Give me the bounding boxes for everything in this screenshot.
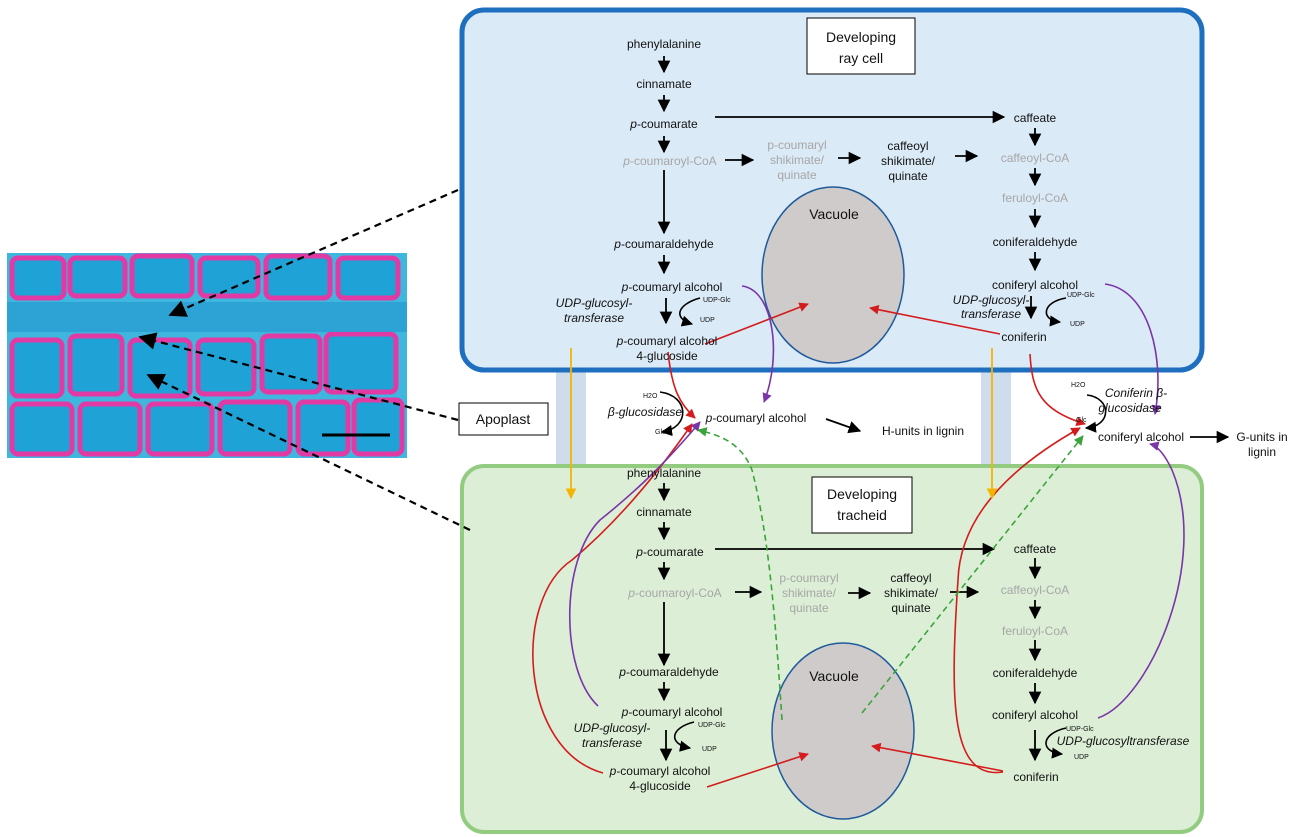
ray-p-coumaroyl-coa: p-coumaroyl-CoA: [622, 154, 716, 168]
tracheid-udp-glc-2: UDP-Glc: [1066, 726, 1094, 733]
ray-udp-2: UDP: [1070, 321, 1085, 328]
apo-p-coumaryl-alcohol: p-coumaryl alcohol: [705, 411, 807, 425]
tracheid-p-coumaraldehyde: p-coumaraldehyde: [618, 665, 719, 679]
pointer-ray: [168, 188, 459, 317]
ray-coniferin: coniferin: [1001, 330, 1046, 344]
tracheid-p-coumaryl-shikimate-1: p-coumaryl: [779, 571, 838, 585]
ray-p-coumaryl-alcohol: p-coumaryl alcohol: [621, 280, 723, 294]
ray-udp-glc-2: UDP-Glc: [1067, 292, 1095, 299]
tracheid-caffeate: caffeate: [1014, 542, 1057, 556]
apo-h-units: H-units in lignin: [882, 424, 964, 438]
ray-caffeoyl-coa: caffeoyl-CoA: [1001, 151, 1069, 165]
apo-glc-2: Glc: [1076, 417, 1087, 424]
apoplast-label-box: [458, 402, 549, 436]
ray-p-coumaraldehyde: p-coumaraldehyde: [613, 237, 714, 251]
tracheid-feruloyl-coa: feruloyl-CoA: [1002, 624, 1068, 638]
ray-title-box: [806, 17, 916, 75]
ray-vacuole-label: Vacuole: [809, 206, 859, 222]
tracheid-caffeoyl-shikimate-2: shikimate/: [884, 586, 939, 600]
tracheid-p-coumaryl-shikimate-2: shikimate/: [782, 586, 837, 600]
ray-ugt-label-2: transferase: [564, 311, 624, 325]
ray-ugt2-label-1: UDP-glucosyl-: [953, 293, 1030, 307]
tracheid-title-box: [811, 476, 913, 534]
ray-p-coumaryl-shikimate-3: quinate: [777, 168, 817, 182]
apo-coniferin-bglu-1: Coniferin β-: [1105, 386, 1167, 400]
tracheid-caffeoyl-coa: caffeoyl-CoA: [1001, 583, 1069, 597]
ray-title-line2: ray cell: [839, 50, 883, 66]
ray-caffeoyl-shikimate-2: shikimate/: [881, 154, 936, 168]
ray-feruloyl-coa: feruloyl-CoA: [1002, 191, 1068, 205]
apo-coniferin-bglu-2: glucosidase: [1098, 401, 1162, 415]
ray-p-coumaryl-glucoside-2: 4-glucoside: [636, 349, 698, 363]
pointer-apoplast: [138, 332, 459, 422]
ray-cinnamate: cinnamate: [636, 77, 692, 91]
tracheid-caffeoyl-shikimate-1: caffeoyl: [890, 571, 931, 585]
apo-g-units-2: lignin: [1248, 445, 1276, 459]
apo-glc: Glc: [655, 429, 666, 436]
ray-vacuole: [761, 186, 905, 364]
tracheid-p-coumaryl-glucoside-1: p-coumaryl alcohol: [609, 764, 711, 778]
ray-udp-glc: UDP-Glc: [703, 297, 731, 304]
tracheid-p-coumaryl-glucoside-2: 4-glucoside: [629, 779, 691, 793]
tracheid-udp-2: UDP: [1074, 754, 1089, 761]
ray-caffeoyl-shikimate-3: quinate: [888, 169, 928, 183]
tracheid-vacuole: [771, 642, 915, 820]
tracheid-p-coumaroyl-coa: p-coumaroyl-CoA: [627, 586, 721, 600]
ray-coniferaldehyde: coniferaldehyde: [993, 235, 1078, 249]
micrograph-image: [7, 253, 407, 458]
ray-ugt2-label-2: transferase: [961, 307, 1021, 321]
apo-coniferyl-alcohol: coniferyl alcohol: [1098, 430, 1184, 444]
tracheid-p-coumarate: p-coumarate: [635, 545, 704, 559]
ray-udp: UDP: [700, 317, 715, 324]
ray-p-coumaryl-shikimate-2: shikimate/: [770, 153, 825, 167]
tracheid-p-coumaryl-shikimate-3: quinate: [789, 601, 829, 615]
tracheid-ugt-label-1: UDP-glucosyl-: [574, 721, 651, 735]
ray-coniferyl-alcohol: coniferyl alcohol: [992, 278, 1078, 292]
tracheid-cinnamate: cinnamate: [636, 505, 692, 519]
membrane-connector-right: [981, 368, 1011, 468]
ray-caffeate: caffeate: [1014, 111, 1057, 125]
ray-title-line1: Developing: [826, 29, 896, 45]
tracheid-ugt-label-2: transferase: [582, 736, 642, 750]
tracheid-coniferyl-alcohol: coniferyl alcohol: [992, 708, 1078, 722]
tracheid-p-coumaryl-alcohol: p-coumaryl alcohol: [621, 705, 723, 719]
ray-p-coumarate: p-coumarate: [629, 117, 698, 131]
apo-h2o: H2O: [643, 393, 658, 400]
tracheid-vacuole-label: Vacuole: [809, 668, 859, 684]
tracheid-udp-glc: UDP-Glc: [698, 722, 726, 729]
tracheid-phenylalanine: phenylalanine: [627, 466, 701, 480]
apo-h2o-2: H2O: [1071, 382, 1086, 389]
tracheid-coniferin: coniferin: [1013, 770, 1058, 784]
apo-beta-glucosidase: β-glucosidase: [607, 405, 683, 419]
ray-caffeoyl-shikimate-1: caffeoyl: [887, 139, 928, 153]
apoplast-label: Apoplast: [476, 411, 531, 427]
tracheid-title-line1: Developing: [827, 486, 897, 502]
ray-p-coumaryl-glucoside-1: p-coumaryl alcohol: [616, 334, 718, 348]
tracheid-title-line2: tracheid: [837, 507, 887, 523]
tracheid-udp: UDP: [702, 746, 717, 753]
apo-g-units-1: G-units in: [1236, 430, 1287, 444]
tracheid-caffeoyl-shikimate-3: quinate: [891, 601, 931, 615]
ray-p-coumaryl-shikimate-1: p-coumaryl: [767, 138, 826, 152]
tracheid-coniferaldehyde: coniferaldehyde: [993, 666, 1078, 680]
ray-phenylalanine: phenylalanine: [627, 37, 701, 51]
ray-ugt-label-1: UDP-glucosyl-: [556, 296, 633, 310]
tracheid-ugt2-label: UDP-glucosyltransferase: [1057, 734, 1190, 748]
